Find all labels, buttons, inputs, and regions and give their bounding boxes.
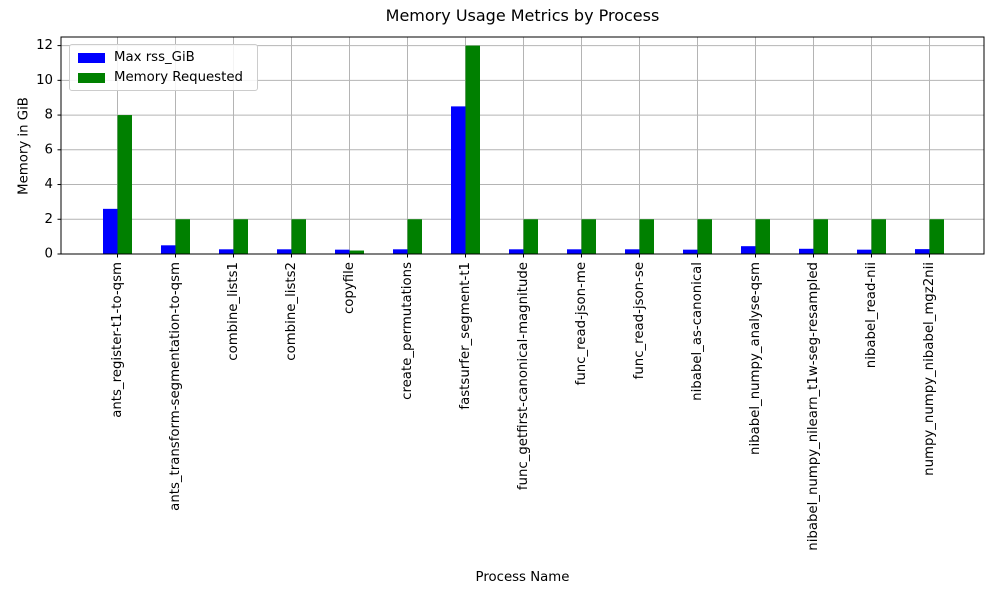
legend-swatch-memory-requested (78, 72, 105, 83)
y-tick-label: 2 (45, 212, 53, 227)
x-tick-label: copyfile (342, 262, 357, 314)
bar-max-rss (277, 249, 292, 254)
x-tick-label: fastsurfer_segment-t1 (458, 262, 473, 410)
bar-memory-requested (407, 219, 422, 254)
x-tick-label: func_read-json-se (632, 262, 647, 379)
bar-memory-requested (465, 45, 480, 254)
bar-memory-requested (175, 219, 190, 254)
x-axis-label: Process Name (475, 570, 570, 585)
bar-max-rss (567, 249, 582, 254)
y-axis-label: Memory in GiB (16, 97, 32, 195)
y-tick-label: 12 (36, 38, 53, 53)
bar-memory-requested (349, 250, 364, 254)
bar-memory-requested (871, 219, 886, 254)
bar-memory-requested (523, 219, 538, 254)
x-tick-label: func_getfirst-canonical-magnitude (516, 262, 531, 490)
bar-memory-requested (233, 219, 248, 254)
x-tick-label: nibabel_numpy_analyse-qsm (748, 262, 763, 455)
plot-frame (60, 36, 985, 255)
x-tick-label: numpy_numpy_nibabel_mgz2nii (922, 262, 937, 476)
bar-max-rss (625, 249, 640, 254)
x-tick-label: nibabel_numpy_nilearn_t1w-seg-resampled (806, 262, 821, 551)
bar-memory-requested (581, 219, 596, 254)
legend: Max rss_GiB Memory Requested (69, 44, 258, 91)
legend-label-max-rss: Max rss_GiB (114, 50, 195, 65)
bar-memory-requested (639, 219, 654, 254)
x-tick-label: nibabel_as-canonical (690, 262, 705, 401)
y-tick-label: 4 (45, 177, 53, 192)
legend-swatch-max-rss (78, 52, 105, 63)
bar-memory-requested (117, 115, 132, 254)
bar-memory-requested (929, 219, 944, 254)
bar-max-rss (451, 106, 466, 254)
bar-max-rss (393, 249, 408, 254)
bar-max-rss (103, 208, 118, 254)
bar-memory-requested (697, 219, 712, 254)
x-tick-label: func_read-json-me (574, 262, 589, 385)
y-tick-label: 10 (36, 73, 53, 88)
legend-item-max-rss: Max rss_GiB (78, 50, 249, 65)
bar-max-rss (915, 249, 930, 254)
bar-max-rss (741, 246, 756, 254)
x-tick-label: ants_register-t1-to-qsm (110, 262, 125, 418)
legend-label-memory-requested: Memory Requested (114, 70, 243, 85)
bar-max-rss (219, 249, 234, 254)
bar-memory-requested (291, 219, 306, 254)
legend-item-memory-requested: Memory Requested (78, 70, 249, 85)
y-tick-label: 6 (45, 142, 53, 157)
chart-title: Memory Usage Metrics by Process (385, 6, 660, 25)
bar-memory-requested (755, 219, 770, 254)
x-tick-label: combine_lists1 (226, 262, 241, 361)
x-tick-label: ants_transform-segmentation-to-qsm (168, 262, 183, 511)
bar-max-rss (161, 245, 176, 254)
bar-memory-requested (813, 219, 828, 254)
x-tick-label: nibabel_read-nii (864, 262, 879, 368)
bar-max-rss (683, 249, 698, 254)
x-tick-label: combine_lists2 (284, 262, 299, 361)
bar-max-rss (509, 249, 524, 254)
y-tick-label: 8 (45, 108, 53, 123)
bar-max-rss (857, 249, 872, 254)
x-tick-label: create_permutations (400, 262, 415, 400)
bar-max-rss (335, 249, 350, 254)
bar-max-rss (799, 248, 814, 254)
y-tick-label: 0 (45, 247, 53, 262)
